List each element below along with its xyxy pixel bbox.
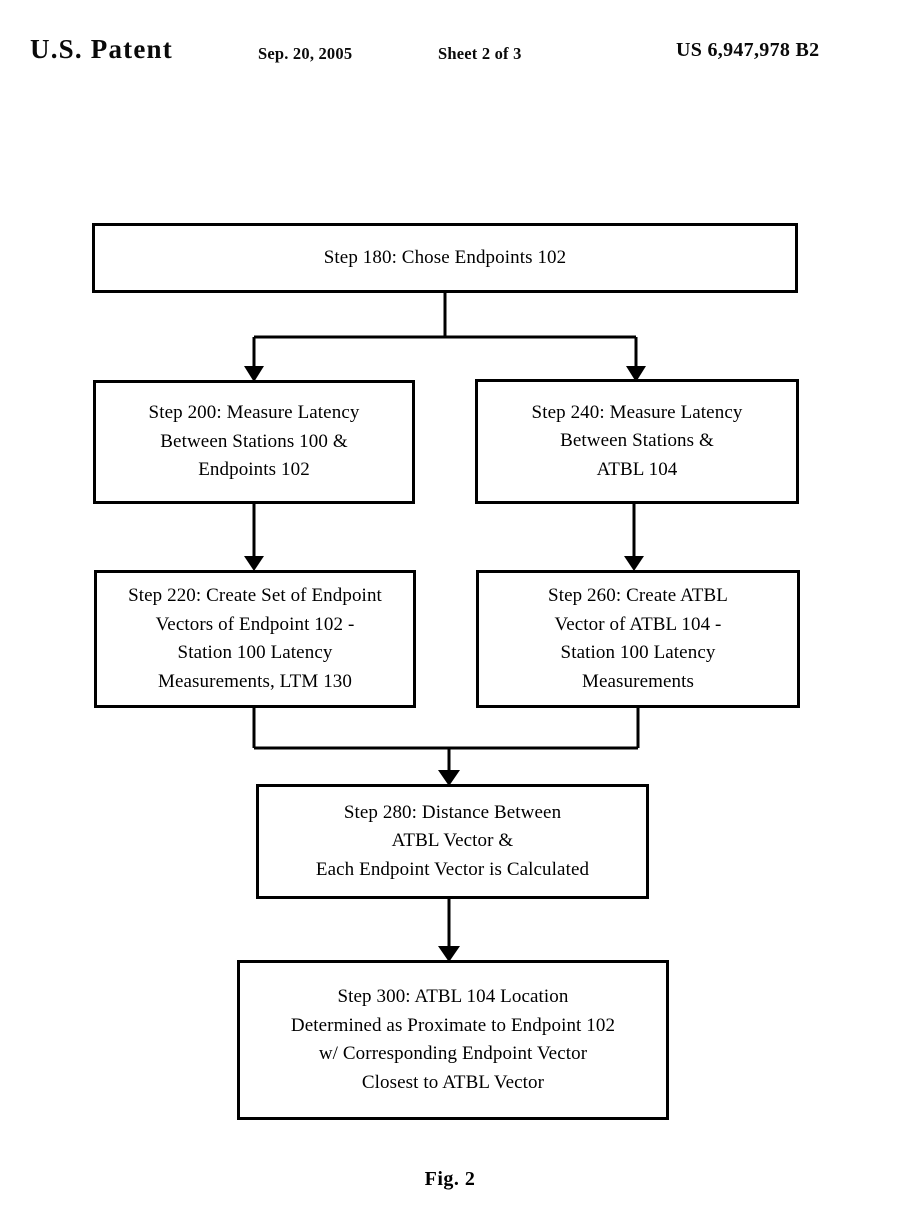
flow-node-step-220[interactable]: Step 220: Create Set of Endpoint Vectors… [94,570,416,708]
arrowhead-to-step-260 [624,556,644,571]
flow-node-step-300[interactable]: Step 300: ATBL 104 Location Determined a… [237,960,669,1120]
flow-node-step-180-label: Step 180: Chose Endpoints 102 [323,246,567,268]
arrowhead-to-step-220 [244,556,264,571]
sheet-number: Sheet 2 of 3 [438,44,522,63]
patent-office-label: U.S. Patent [30,34,173,64]
flow-node-step-300-label: Step 300: ATBL 104 Location Determined a… [290,986,616,1093]
patent-number: US 6,947,978 B2 [676,39,820,61]
flow-node-step-280[interactable]: Step 280: Distance Between ATBL Vector &… [256,784,649,899]
flow-node-step-240-label: Step 240: Measure Latency Between Statio… [531,401,743,480]
flow-node-step-220-label: Step 220: Create Set of Endpoint Vectors… [128,585,382,692]
flow-node-step-240[interactable]: Step 240: Measure Latency Between Statio… [475,379,799,504]
flow-node-step-200[interactable]: Step 200: Measure Latency Between Statio… [93,380,415,504]
flow-node-step-200-label: Step 200: Measure Latency Between Statio… [148,402,360,481]
patent-date: Sep. 20, 2005 [258,44,353,63]
patent-header: U.S. Patent Sep. 20, 2005 Sheet 2 of 3 U… [0,16,900,64]
flow-node-step-260[interactable]: Step 260: Create ATBL Vector of ATBL 104… [476,570,800,708]
flow-node-step-260-label: Step 260: Create ATBL Vector of ATBL 104… [548,585,728,692]
flow-node-step-280-label: Step 280: Distance Between ATBL Vector &… [315,801,590,880]
flow-node-step-180[interactable]: Step 180: Chose Endpoints 102 [92,223,798,293]
figure-caption: Fig. 2 [424,1168,476,1190]
